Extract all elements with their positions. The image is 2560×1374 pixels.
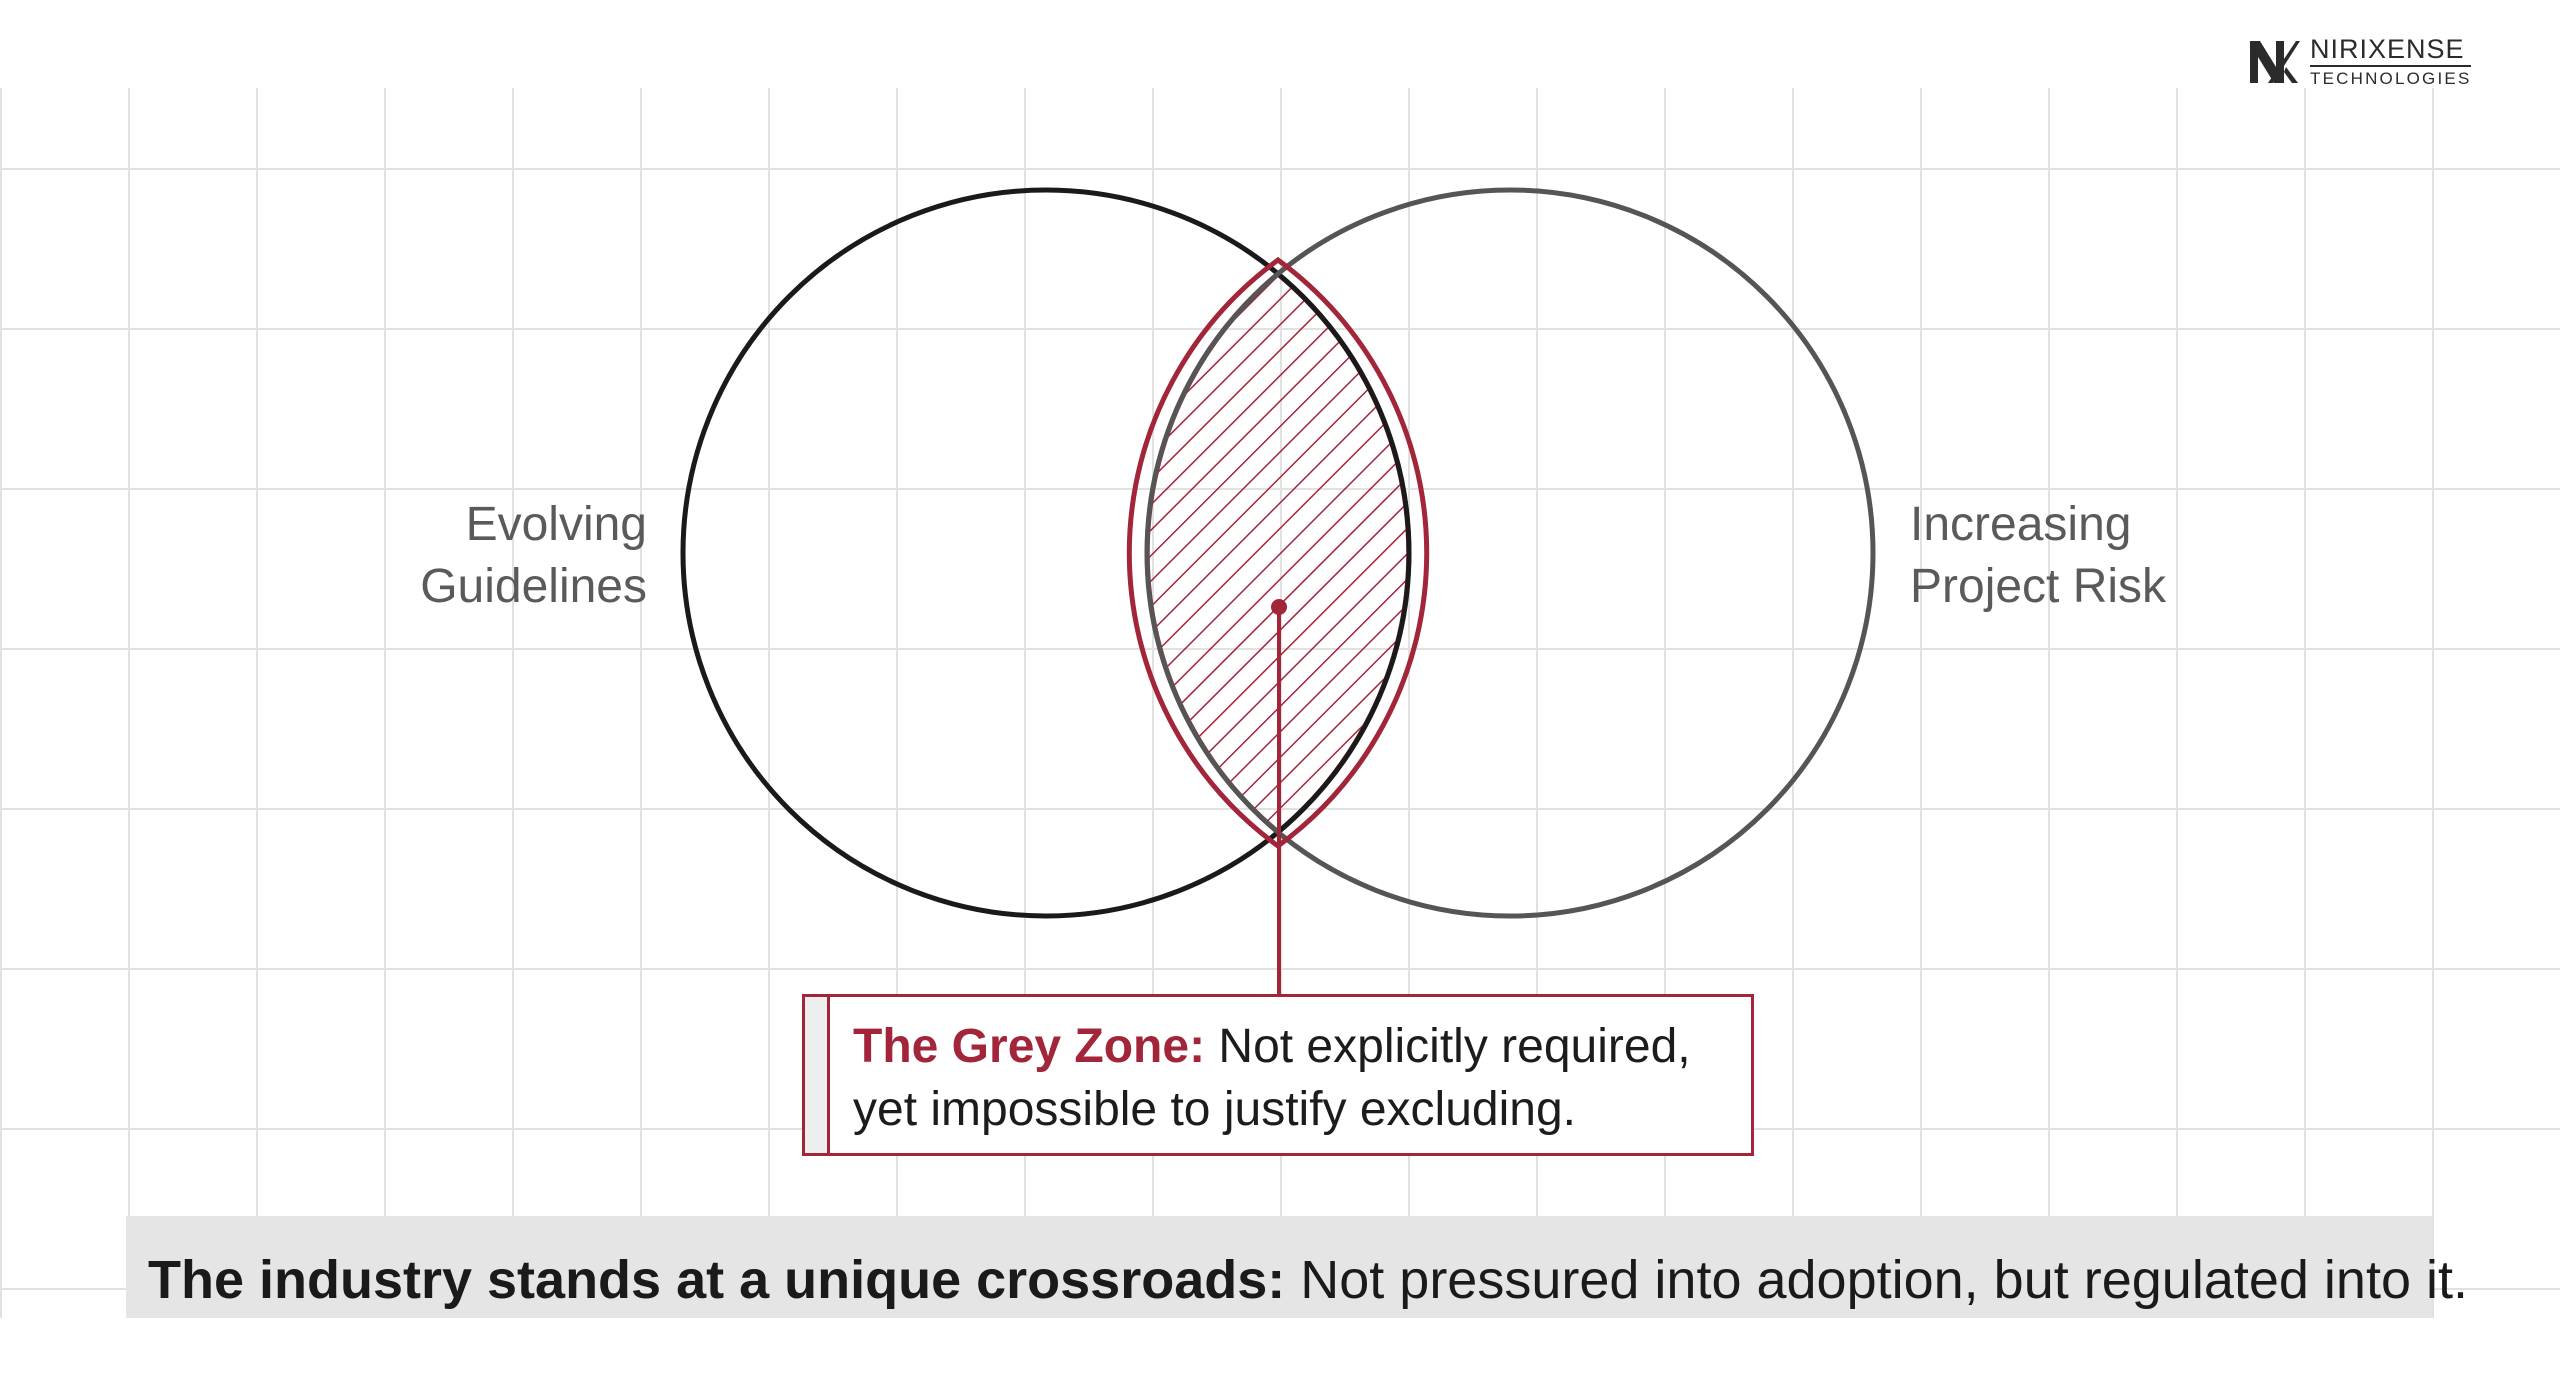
brand-subtitle: TECHNOLOGIES xyxy=(2310,69,2472,88)
grey-zone-callout: The Grey Zone: Not explicitly required, … xyxy=(802,994,1754,1156)
brand-wordmark: NIRIXENSE TECHNOLOGIES xyxy=(2310,36,2472,88)
right-label-line2: Project Risk xyxy=(1910,560,2167,613)
right-circle xyxy=(1144,187,1876,919)
callout-text: The Grey Zone: Not explicitly required, … xyxy=(853,1015,1731,1141)
callout-title: The Grey Zone: xyxy=(853,1020,1206,1073)
brand-name: NIRIXENSE xyxy=(2310,36,2472,67)
right-label-line1: Increasing xyxy=(1910,498,2132,551)
brand-logo: NIRIXENSE TECHNOLOGIES xyxy=(2246,36,2472,88)
callout-body-1: Not explicitly required, xyxy=(1205,1020,1691,1073)
banner-body-text: Not pressured into adoption, but regulat… xyxy=(1285,1250,2469,1310)
callout-line2: yet impossible to justify excluding. xyxy=(853,1083,1576,1136)
nx-monogram-icon xyxy=(2250,40,2300,83)
right-circle-label: Increasing Project Risk xyxy=(1910,494,2166,618)
left-circle xyxy=(680,187,1412,919)
callout-accent-bar xyxy=(805,997,830,1153)
banner-bold-text: The industry stands at a unique crossroa… xyxy=(148,1250,1286,1310)
callout-line1: The Grey Zone: Not explicitly required, xyxy=(853,1015,1731,1078)
intersection-zone xyxy=(1144,190,1412,916)
left-label-line2: Guidelines xyxy=(420,560,647,613)
bottom-banner: The industry stands at a unique crossroa… xyxy=(126,1216,2468,1318)
banner-text: The industry stands at a unique crossroa… xyxy=(148,1249,2468,1311)
left-circle-label: Evolving Guidelines xyxy=(420,494,647,618)
left-label-line1: Evolving xyxy=(465,498,647,551)
